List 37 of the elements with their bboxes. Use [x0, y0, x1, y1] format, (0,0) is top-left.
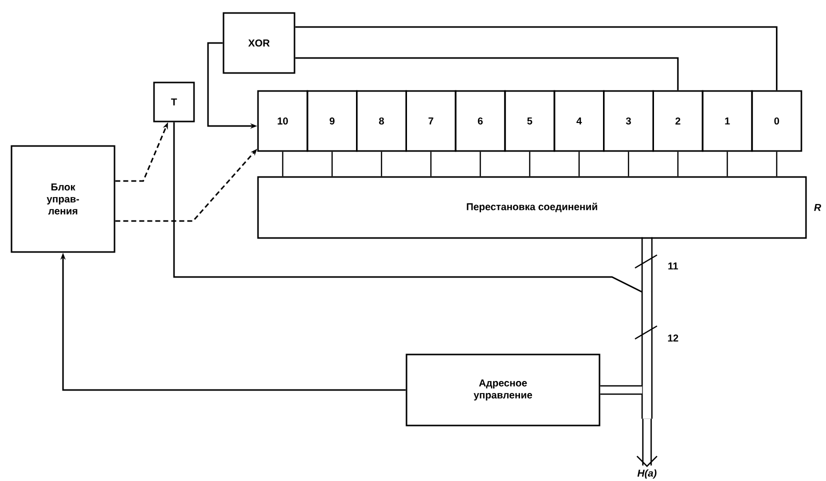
bus-width-label: 11	[668, 262, 678, 270]
connector-line	[529, 152, 530, 176]
xor-gate-box: XOR	[222, 12, 296, 74]
connector-line	[480, 152, 481, 176]
bus-line	[600, 385, 642, 395]
register-cell: 2	[652, 90, 704, 152]
connector-line	[173, 122, 642, 293]
bus-width-label: 12	[668, 334, 678, 342]
process-box: Блок управ-ления	[10, 145, 116, 253]
bus-bar	[641, 236, 653, 420]
connector-line	[628, 152, 630, 176]
permutation-box: Перестановка соединений	[257, 176, 807, 239]
connector-line	[726, 152, 728, 176]
output-label: H(a)	[637, 469, 656, 479]
connector-line	[430, 152, 432, 176]
register-cell: 9	[306, 90, 358, 152]
connector-line	[282, 152, 284, 176]
connector-line	[380, 152, 382, 176]
connector-line	[776, 152, 778, 176]
connector-line	[578, 152, 580, 176]
register-cell: 5	[504, 90, 556, 152]
register-cell: 7	[405, 90, 456, 152]
side-label: R	[814, 204, 822, 211]
connector-line	[332, 152, 333, 176]
register-cell: 10	[257, 90, 308, 152]
register-cell: 4	[554, 90, 605, 152]
register-cell: 1	[702, 90, 753, 152]
connector-line	[295, 26, 778, 90]
connector-line	[677, 152, 678, 176]
connector-line	[295, 57, 679, 90]
process-box: Адресное управление	[406, 354, 600, 426]
flip-flop-box: T	[153, 82, 195, 122]
register-cell: 0	[751, 90, 802, 152]
register-cell: 3	[603, 90, 654, 152]
register-cell: 6	[454, 90, 506, 152]
bus-arrow	[636, 418, 658, 468]
register-cell: 8	[356, 90, 407, 152]
